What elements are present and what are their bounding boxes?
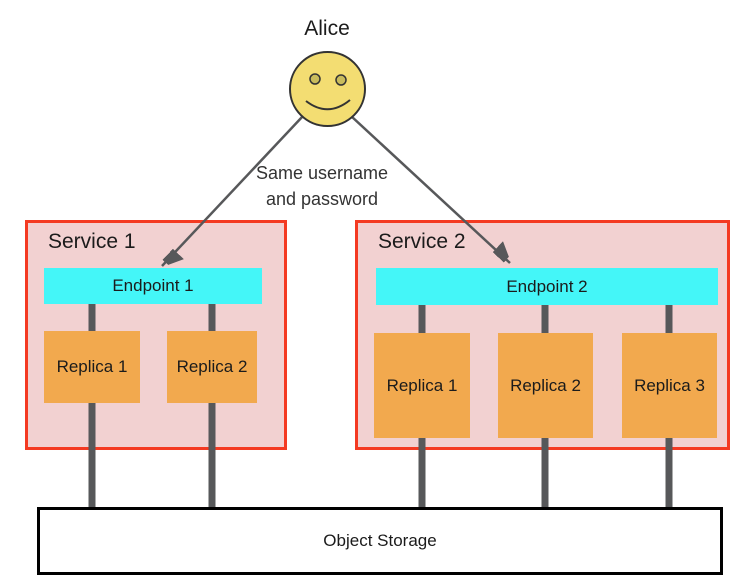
object-storage-label: Object Storage: [323, 531, 437, 550]
endpoint-2-box: Endpoint 2: [376, 268, 718, 305]
service-2-replica-1-box: Replica 1: [374, 333, 470, 438]
replica-label: Replica 1: [386, 375, 458, 395]
smile-icon: [305, 99, 351, 111]
replica-label: Replica 1: [56, 357, 128, 376]
annotation-text: Same username and password: [222, 161, 422, 212]
service-2-label: Service 2: [378, 230, 466, 253]
right-eye-icon: [335, 74, 347, 86]
left-eye-icon: [309, 73, 321, 85]
replica-label: Replica 2: [176, 357, 248, 376]
actor-label: Alice: [304, 17, 350, 40]
replica-label: Replica 3: [634, 375, 705, 395]
connector-line: [88, 300, 96, 510]
service-1-label: Service 1: [48, 230, 136, 253]
service-1-replica-2-box: Replica 2: [167, 331, 257, 403]
annotation-line-2: and password: [265, 188, 379, 209]
replica-label: Replica 2: [510, 375, 581, 395]
service-1-replica-1-box: Replica 1: [44, 331, 140, 403]
connector-line: [208, 300, 216, 510]
smiley-face-icon: [289, 51, 366, 127]
object-storage-box: Object Storage: [37, 507, 723, 575]
arrow-to-service-2: [350, 115, 510, 264]
annotation-line-1: Same username: [255, 163, 389, 183]
endpoint-1-label: Endpoint 1: [112, 276, 194, 295]
endpoint-2-label: Endpoint 2: [506, 276, 588, 296]
arrow-to-service-1: [161, 115, 304, 266]
endpoint-1-box: Endpoint 1: [44, 268, 262, 304]
service-2-replica-3-box: Replica 3: [622, 333, 717, 438]
service-2-replica-2-box: Replica 2: [498, 333, 593, 438]
